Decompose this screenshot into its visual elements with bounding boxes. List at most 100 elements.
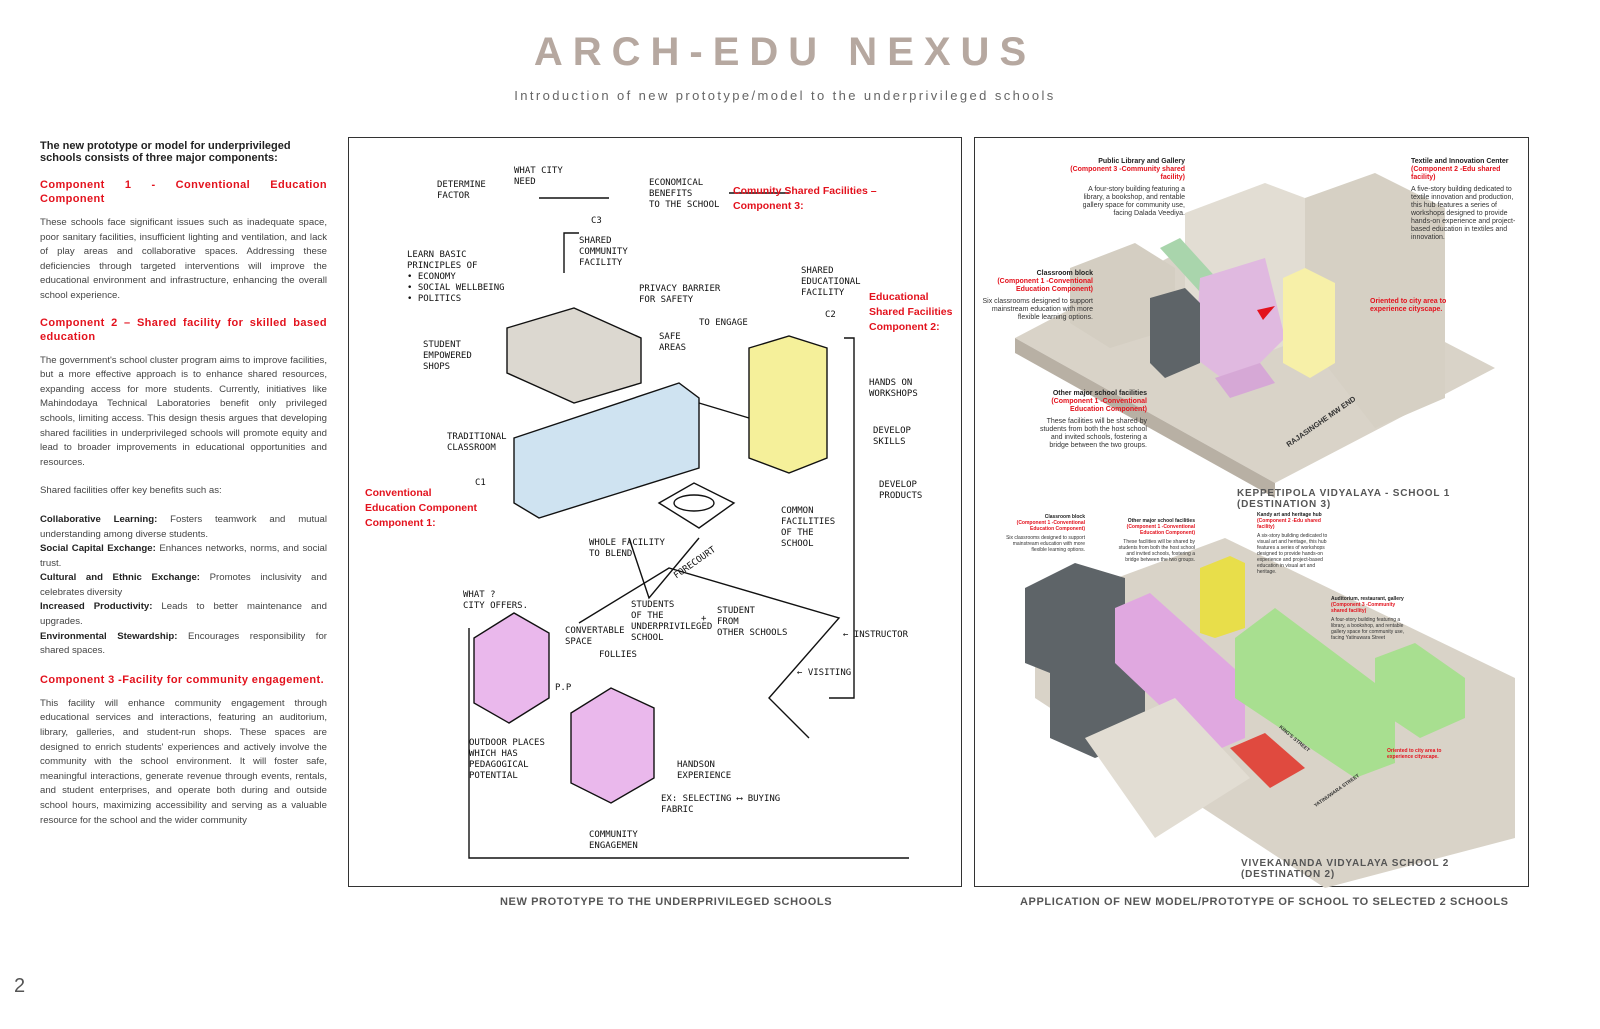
annotation-text: A four-story building featuring a librar… xyxy=(1082,186,1185,217)
benefit-term: Environmental Stewardship: xyxy=(40,630,178,642)
annotation-textile-center: Textile and Innovation Center(Component … xyxy=(1411,158,1523,242)
sketch-note: Handson experience xyxy=(677,760,732,781)
description-column: The new prototype or model for underpriv… xyxy=(40,140,327,836)
annotation-title: Textile and Innovation Center xyxy=(1411,158,1509,165)
annotation-component: (Component 1 -Conventional Education Com… xyxy=(1126,524,1195,536)
benefit-term: Increased Productivity: xyxy=(40,601,153,613)
sketch-note: Student from other schools xyxy=(717,606,788,638)
component-3-text: This facility will enhance community eng… xyxy=(40,697,327,826)
benefit-term: Social Capital Exchange: xyxy=(40,543,156,555)
annotation-title: Classroom block xyxy=(1044,514,1085,520)
annotation-text: A six-story building dedicated to visual… xyxy=(1257,533,1328,575)
component-2-label: Educational Shared Facilities Component … xyxy=(869,291,953,333)
sketch-note: Student empowered shops xyxy=(423,340,472,372)
orientation-note: Oriented to city area to experience city… xyxy=(1370,298,1447,313)
orientation-note-2: Oriented to city area to experience city… xyxy=(1387,748,1442,760)
benefit-item: Social Capital Exchange: Enhances networ… xyxy=(40,542,327,571)
sketch-note: Students of the underprivileged school xyxy=(631,600,713,643)
school-2-model xyxy=(1025,538,1515,888)
benefit-term: Cultural and Ethnic Exchange: xyxy=(40,572,201,584)
component-3-heading: Component 3 -Facility for community enga… xyxy=(40,673,325,686)
component-2-heading: Component 2 – Shared facility for skille… xyxy=(40,316,327,343)
component-1-heading: Component 1 - Conventional Education Com… xyxy=(40,179,327,205)
annotation-other-facilities-2: Other major school facilities(Component … xyxy=(1115,518,1195,563)
sketch-note: Shared educational facility xyxy=(801,266,861,298)
annotation-title: Other major school facilities xyxy=(1127,518,1195,524)
sketch-note: C1 xyxy=(475,478,486,488)
gray-block xyxy=(506,307,642,404)
benefit-desc: Enhances networks, norms, and social tru… xyxy=(40,543,327,569)
sketch-note: C2 xyxy=(825,310,836,320)
annotation-text: A four-story building featuring a librar… xyxy=(1331,617,1405,641)
school-renders: Public Library and Gallery (Component 3 -… xyxy=(974,137,1529,888)
sketch-note: What ? city offers. xyxy=(463,590,529,611)
sketch-note: Hands on workshops xyxy=(869,378,918,399)
benefit-desc: Fosters teamwork and mutual understandin… xyxy=(40,513,327,540)
annotation-text: These facilities will be shared by stude… xyxy=(1118,539,1195,563)
sketch-drawing xyxy=(468,192,909,859)
sketch-note: ← Visiting xyxy=(797,668,852,678)
sketch-note: What city need xyxy=(514,166,563,187)
annotation-component: (Component 1 -Conventional Education Com… xyxy=(1016,520,1085,532)
sketch-note: Safe areas xyxy=(659,332,687,353)
benefit-term: Collaborative Learning: xyxy=(40,513,158,525)
page-title: ARCH-EDU NEXUS xyxy=(533,30,1037,74)
benefit-item: Increased Productivity: Leads to better … xyxy=(40,600,327,629)
benefit-desc: Leads to better maintenance and upgrades… xyxy=(40,601,327,628)
sketch-note: Community engagemen xyxy=(589,830,638,851)
annotation-component: (Component 3 -Community shared facility) xyxy=(1331,602,1396,614)
sketch-note: + xyxy=(701,614,707,624)
annotation-title: Classroom block xyxy=(1036,270,1093,277)
sketch-note: P.P xyxy=(555,683,572,693)
annotation-text: These facilities will be shared by stude… xyxy=(1039,418,1147,449)
annotation-other-facilities: Other major school facilities(Component … xyxy=(1031,390,1147,450)
sketch-note: Develop skills xyxy=(873,426,911,447)
school-2-label: VIVEKANANDA VIDYALAYA SCHOOL 2 (DESTINAT… xyxy=(1241,858,1450,880)
benefit-item: Environmental Stewardship: Encourages re… xyxy=(40,630,327,659)
render-caption: APPLICATION OF NEW MODEL/PROTOTYPE OF SC… xyxy=(1020,896,1509,908)
benefits-intro: Shared facilities offer key benefits suc… xyxy=(40,485,222,497)
benefits-list: Collaborative Learning: Fosters teamwork… xyxy=(40,513,327,659)
page-subtitle: Introduction of new prototype/model to t… xyxy=(514,88,1056,103)
annotation-classroom-block-2: Classroom block(Component 1 -Conventiona… xyxy=(1005,514,1085,553)
pink-cube-2 xyxy=(570,687,655,804)
benefit-item: Cultural and Ethnic Exchange: Promotes i… xyxy=(40,571,327,600)
blue-classroom-block xyxy=(513,382,700,519)
annotation-title: Public Library and Gallery xyxy=(1098,158,1185,165)
benefit-desc: Encourages responsibility for shared spa… xyxy=(40,630,327,657)
school-1-model xyxy=(1015,173,1495,498)
sketch-note: Outdoor places which has pedagogical pot… xyxy=(469,738,545,781)
benefit-item: Collaborative Learning: Fosters teamwork… xyxy=(40,513,327,542)
sketch-note: Traditional classroom xyxy=(447,432,507,453)
sketch-note: Shared community facility xyxy=(579,236,628,268)
sketch-note: Common facilities of the school xyxy=(781,506,836,549)
school-1-label: KEPPETIPOLA VIDYALAYA - SCHOOL 1 (DESTIN… xyxy=(1237,488,1451,510)
annotation-text: Six classrooms designed to support mains… xyxy=(982,298,1094,321)
yellow-shared-facility xyxy=(748,335,828,474)
sketch-note: Ex: Selecting ⟷ Buying fabric xyxy=(661,794,781,815)
sketch-note: To engage xyxy=(699,318,748,328)
component-1-text: These schools face significant issues su… xyxy=(40,217,327,301)
sketch-note: Develop products xyxy=(879,480,923,501)
pink-cube-1 xyxy=(473,612,550,724)
sketch-note: Determine factor xyxy=(437,180,486,201)
annotation-title: Auditorium, restaurant, gallery xyxy=(1331,596,1404,602)
annotation-title: Other major school facilities xyxy=(1052,390,1147,397)
component-3-label: Comunity Shared Facilities – Component 3… xyxy=(733,185,877,212)
annotation-auditorium: Auditorium, restaurant, gallery(Componen… xyxy=(1331,596,1406,641)
sketch-note: Learn basic principles of • Economy • So… xyxy=(407,250,505,304)
annotation-component: (Component 1 -Conventional Education Com… xyxy=(1051,398,1147,413)
component-2-text: The government's school cluster program … xyxy=(40,354,327,468)
page-number: 2 xyxy=(14,975,26,997)
annotation-library: Public Library and Gallery(Component 3 -… xyxy=(1067,158,1185,218)
sketch-note: Privacy barrier for safety xyxy=(639,284,721,305)
sketch-note: ← Instructor xyxy=(843,630,909,640)
sketch-caption: NEW PROTOTYPE TO THE UNDERPRIVILEGED SCH… xyxy=(500,896,833,908)
intro-text: The new prototype or model for underpriv… xyxy=(40,140,291,164)
annotation-component: (Component 2 -Edu shared facility) xyxy=(1411,166,1501,181)
benefit-desc: Promotes inclusivity and celebrates dive… xyxy=(40,572,327,598)
sketch-note: Follies xyxy=(599,650,637,660)
component-1-label: Conventional Education Component Compone… xyxy=(365,487,477,529)
annotation-kandy-hub: Kandy art and heritage hub(Component 2 -… xyxy=(1257,512,1332,575)
annotation-classroom-block: Classroom block(Component 1 -Conventiona… xyxy=(977,270,1094,322)
